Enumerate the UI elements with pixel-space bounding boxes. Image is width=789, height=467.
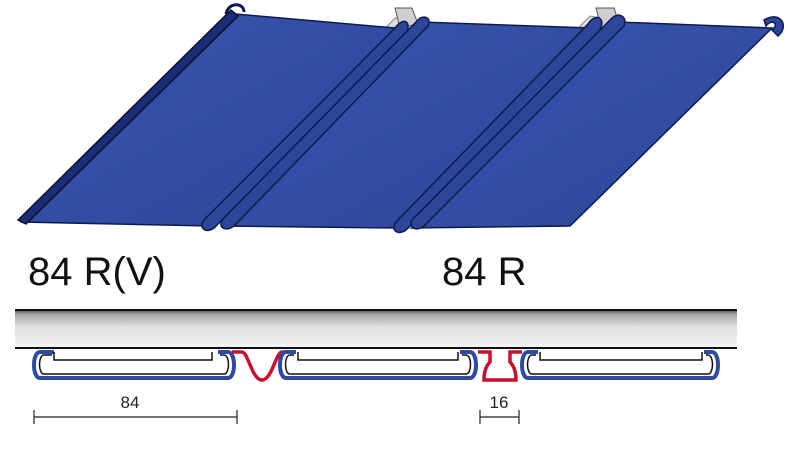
panel-3 (410, 14, 784, 230)
dimension-gap-width: 16 (479, 393, 520, 424)
panel-1-right-roll (201, 20, 409, 232)
panel-2 (220, 16, 603, 234)
panel-2-left-roll (220, 16, 430, 230)
panel-3-left-roll (410, 14, 626, 230)
dimension-panel-width-value: 84 (121, 393, 140, 412)
label-left-profile: 84 R(V) (28, 250, 166, 294)
profile-panel-3 (520, 350, 720, 380)
panel-illustration (16, 3, 784, 234)
carrier-bar (15, 310, 737, 348)
panel-1-top-roll (224, 3, 246, 15)
red-u-filler (478, 350, 522, 382)
dimension-panel-width: 84 (33, 393, 238, 424)
dimension-gap-width-value: 16 (490, 393, 509, 412)
panel-2-right-roll (393, 16, 603, 234)
cross-section (15, 309, 737, 382)
panel-3-right-roll (763, 16, 784, 38)
panel-1-left-edge (16, 8, 240, 225)
panel-1 (16, 3, 409, 232)
profile-panel-1 (32, 350, 236, 380)
profile-panel-2 (278, 350, 478, 380)
label-right-profile: 84 R (442, 250, 527, 294)
red-v-filler (232, 350, 292, 382)
